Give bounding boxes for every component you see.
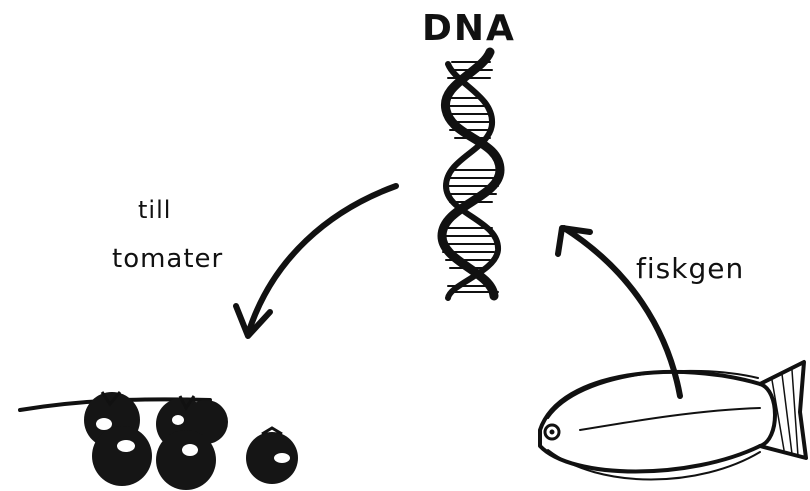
flatfish-drawing: [540, 362, 806, 480]
tomato-cluster-drawing: [20, 392, 228, 490]
fish-lateral-line: [580, 408, 760, 430]
tomater-label: tomater: [112, 244, 223, 274]
dna-label: DNA: [422, 8, 516, 49]
arrow-dna-to-tomatoes: [236, 186, 396, 336]
dna-helix-drawing: [442, 52, 500, 298]
fish-fin-edge: [548, 371, 760, 480]
till-label: till: [138, 196, 171, 224]
fish-body: [540, 372, 775, 472]
dna-strand-b: [446, 64, 498, 298]
fiskgen-label: fiskgen: [636, 252, 744, 285]
single-tomato-drawing: [246, 428, 298, 484]
